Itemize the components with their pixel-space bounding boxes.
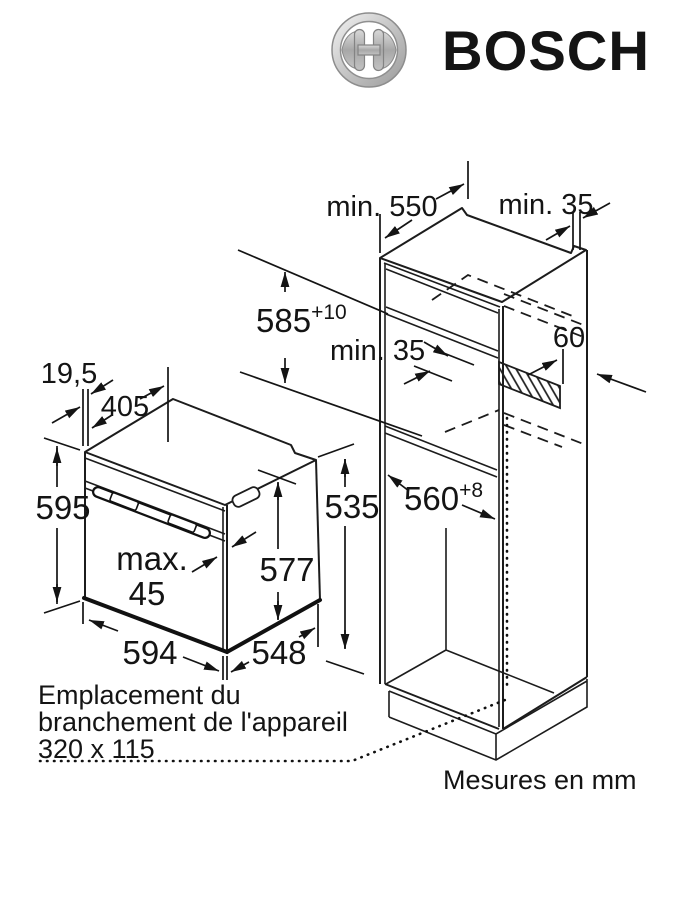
dim-door-offset: 19,5 [41,358,114,446]
dim-label-niche-width: 560+8 [404,479,483,517]
bosch-armature-crossbar-icon [357,44,381,56]
dim-label-rear-gap-top: min. 35 [498,189,593,221]
connection-note-line1: Emplacement du [38,680,241,710]
dim-label-max-protrusion-1: max. [116,540,188,577]
transfer-line-bottom [239,371,423,437]
cabinet-hidden-edge [503,424,563,448]
units-note: Mesures en mm [443,765,637,795]
dim-label-door-offset: 19,5 [41,358,97,390]
oven-door-handle [92,486,211,539]
oven-drawing [82,398,322,654]
oven-top-face [84,398,317,506]
bosch-logo [331,12,407,88]
dim-cabinet-depth: min. 550 [326,161,469,253]
cabinet-drawing [38,207,647,763]
dim-niche-height: 585+10 [237,249,423,437]
vent-cross-section-hatch [498,360,561,410]
cabinet-right-bottom-edge [502,676,588,730]
dim-label-oven-height: 595 [35,489,90,526]
dim-label-cabinet-depth: min. 550 [326,191,437,223]
dim-front-height: 577 [257,469,315,620]
bosch-wordmark: BOSCH [442,19,650,82]
dim-label-top-depth: 405 [101,391,149,423]
dim-label-oven-width: 594 [122,634,177,671]
dim-rear-height: 535 [317,443,380,675]
dim-oven-depth: 548 [230,604,319,673]
cabinet-top-compartment-ceiling [385,268,499,314]
connection-note-line3: 320 x 115 [38,734,155,764]
dim-label-niche-height: 585+10 [256,301,347,339]
cabinet-hidden-edge [444,409,500,433]
dim-rear-shelf-gap: min. 35 [330,335,475,385]
cabinet-hidden-edge [503,305,587,339]
dim-oven-height: 595 [35,437,91,614]
connection-leader-dotted-line [38,698,507,763]
dim-oven-width: 594 [82,602,228,680]
cabinet-plinth [388,679,588,761]
cabinet-floor-front-edge [384,683,500,730]
dim-label-vent-depth: 60 [553,322,585,354]
oven-bottom-right-edge [225,598,322,654]
dim-rear-gap-top: min. 35 [498,189,611,250]
wall-indicator-arrow [596,373,647,393]
cabinet-shelf-lower [384,425,498,471]
dim-label-front-height: 577 [259,551,314,588]
dim-top-depth: 405 [91,367,169,442]
dim-max-protrusion: max. 45 [116,531,257,612]
cabinet-hidden-edge [431,273,576,318]
cabinet-floor-interior [385,528,555,694]
dim-niche-width: 560+8 [387,474,496,520]
cabinet-hidden-edge [503,412,587,446]
cabinet-shelf-upper [385,306,499,352]
connection-note-line2: branchement de l'appareil [38,707,348,737]
oven-side-grip [231,486,261,508]
cabinet-hidden-edge [503,293,587,327]
transfer-line-top [237,249,389,315]
dim-label-rear-shelf-gap: min. 35 [330,335,425,367]
dim-label-oven-depth: 548 [251,634,306,671]
dim-label-max-protrusion-2: 45 [129,575,166,612]
oven-door-bottom-edge [82,596,229,654]
oven-back-right-edge [315,459,321,601]
dim-vent-depth: 60 [527,322,585,384]
dim-label-rear-height: 535 [324,488,379,525]
